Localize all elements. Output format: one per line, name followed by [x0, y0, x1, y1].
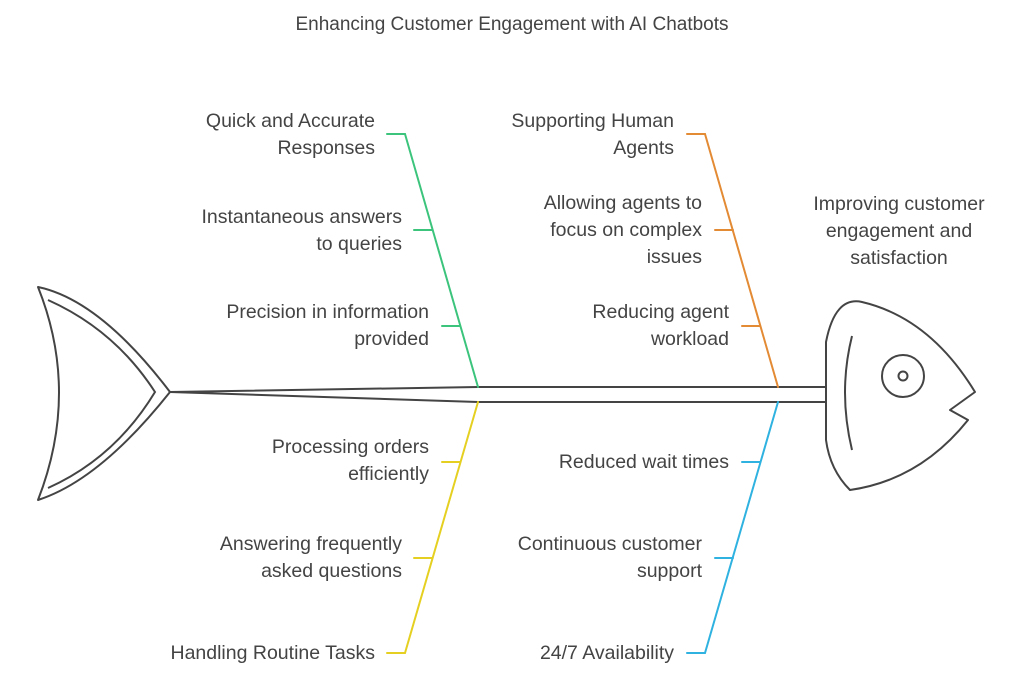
effect-label: Improving customer engagement and satisf…	[813, 193, 985, 269]
category-label-24-7-availability: 24/7 Availability	[539, 642, 674, 664]
cause-label: Precision in information provided	[226, 301, 429, 350]
cause-label: Answering frequently asked questions	[219, 533, 402, 582]
bone-supporting-human-agents	[686, 133, 779, 388]
diagram-title: Enhancing Customer Engagement with AI Ch…	[295, 14, 729, 35]
bone-line	[404, 401, 479, 654]
category-label-handling-routine-tasks: Handling Routine Tasks	[170, 642, 375, 664]
bone-line	[404, 133, 479, 388]
fish-gill	[844, 335, 853, 451]
fish-tail-inner-line	[47, 299, 157, 489]
cause-label: Reducing agent workload	[592, 301, 729, 350]
bone-line	[704, 133, 779, 388]
fish-eye	[881, 354, 925, 398]
fish-head	[825, 300, 976, 491]
category-label-supporting-human-agents: Supporting Human Agents	[511, 110, 674, 159]
bone-line	[704, 401, 779, 654]
fish-spine	[169, 386, 827, 403]
bone-24-7-availability	[686, 401, 779, 654]
fish-pupil	[897, 370, 909, 382]
fish-tail	[37, 286, 171, 501]
cause-label: Continuous customer support	[517, 533, 702, 582]
category-label-quick-accurate-responses: Quick and Accurate Responses	[205, 110, 375, 159]
bone-quick-accurate-responses	[386, 133, 479, 388]
cause-label: Instantaneous answers to queries	[201, 206, 402, 255]
cause-label: Allowing agents to focus on complex issu…	[543, 192, 702, 268]
cause-label: Reduced wait times	[558, 451, 729, 473]
bone-handling-routine-tasks	[386, 401, 479, 654]
cause-label: Processing orders efficiently	[271, 436, 429, 485]
